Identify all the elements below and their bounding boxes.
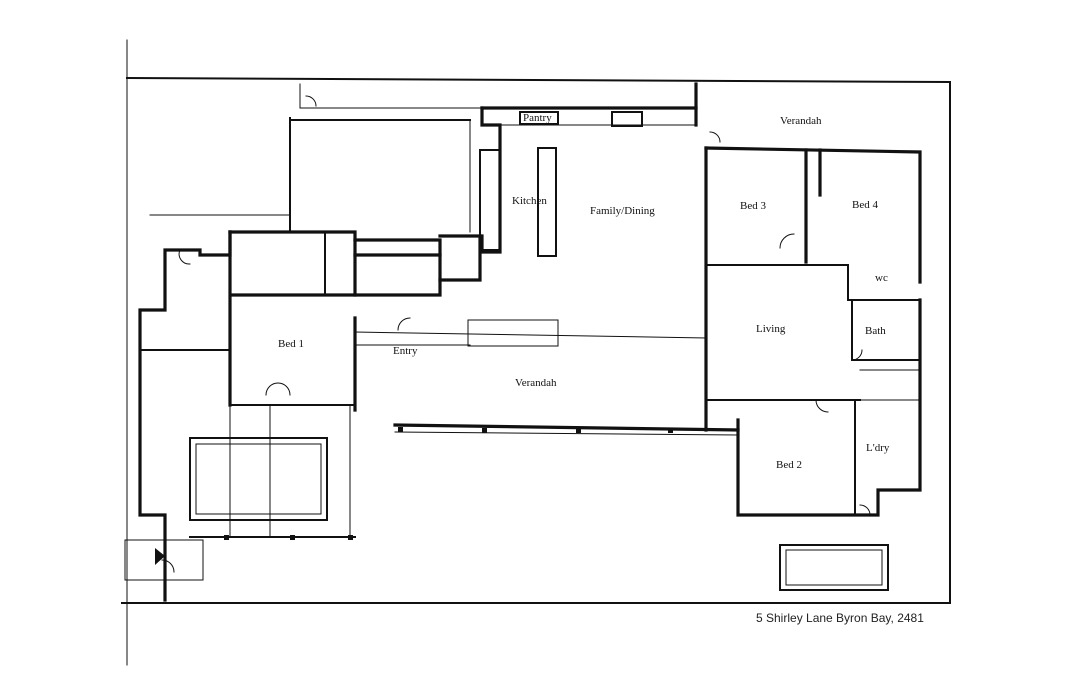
label-bed-2: Bed 2 (776, 459, 802, 471)
site-boundary (121, 39, 952, 666)
room-labels: Pantry Verandah Kitchen Family/Dining Be… (278, 112, 890, 471)
label-laundry: L'dry (866, 442, 890, 454)
label-bed-3: Bed 3 (740, 200, 766, 212)
label-bed-1: Bed 1 (278, 338, 304, 350)
label-wc: wc (875, 272, 888, 284)
label-family-dining: Family/Dining (590, 205, 655, 217)
label-bath: Bath (865, 325, 886, 337)
label-verandah-mid: Verandah (515, 377, 557, 389)
label-kitchen: Kitchen (512, 195, 547, 207)
label-entry: Entry (393, 345, 418, 357)
address-caption: 5 Shirley Lane Byron Bay, 2481 (756, 611, 924, 625)
label-bed-4: Bed 4 (852, 199, 878, 211)
label-living: Living (756, 323, 786, 335)
label-pantry: Pantry (523, 112, 552, 124)
exterior-walls (124, 82, 922, 602)
label-verandah-top: Verandah (780, 115, 822, 127)
